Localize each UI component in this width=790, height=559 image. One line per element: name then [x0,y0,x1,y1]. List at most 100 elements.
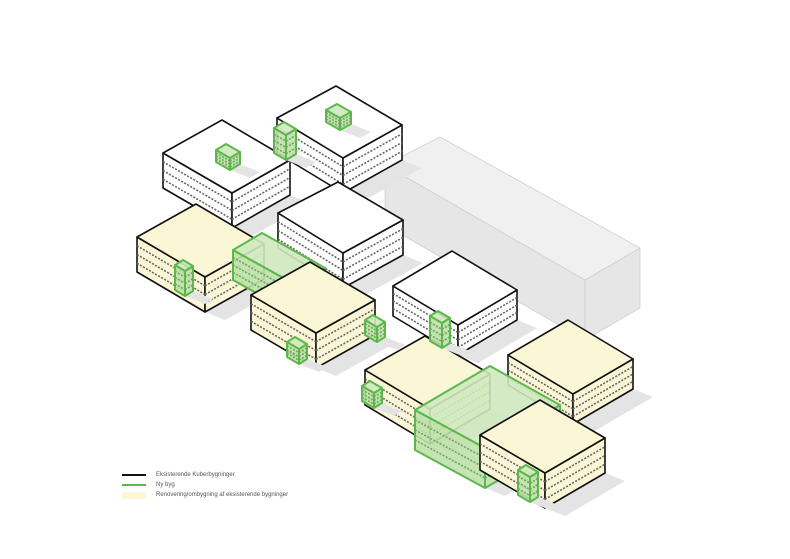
building-west-renovated-windows [136,253,206,296]
new-stair-tower-7-windows [361,396,375,405]
new-stair-tower-5-roof [286,336,308,350]
building-east-shadow [458,320,537,363]
new-stair-tower-4-windows [429,321,443,330]
building-northwest-shadow [232,195,310,236]
new-stair-tower-8-windows [529,483,539,491]
building-southeast-renovated-shadow [573,389,653,432]
building-north-windows [276,126,344,168]
new-stair-tower-7-windows [373,391,383,398]
new-stair-tower-5-windows [298,354,308,361]
new-stair-tower-4-windows [429,327,443,337]
building-middle-windows [342,245,404,280]
legend-item-existing: Eksisterende Kuberbygninger [122,470,288,480]
new-stair-tower-3-windows [184,284,194,291]
new-stair-tower-7-shadow [374,403,402,416]
new-stair-tower-8-windows [517,488,531,497]
new-stair-tower-1-roof [325,103,352,119]
building-middle-windows [277,238,344,280]
legend-item-renovation: Renovering/ombygning af eksisterende byg… [122,490,288,500]
new-stair-tower-4-windows [441,329,451,337]
new-stair-tower-0-roof [215,143,241,159]
building-east-windows [457,296,518,334]
new-stair-tower-0-windows [229,157,241,165]
new-stair-tower-0-windows [215,158,231,168]
new-stair-tower-2-windows [285,140,297,149]
new-stair-tower-6-windows [364,330,378,339]
new-stair-tower-2-windows [285,134,297,142]
new-stair-tower-6-shadow [377,337,405,350]
context-building-roof [384,136,641,281]
new-stair-tower-5-windows [286,345,300,354]
new-stair-tower-2-shadow [286,154,316,168]
building-southeast-renovated-windows [572,380,634,418]
new-stair-tower-2-windows [273,139,287,149]
new-stair-tower-4-windows [441,323,451,330]
building-center-renovated-roof [250,261,376,334]
building-west-renovated-windows [136,245,206,287]
new-building-south-roof [414,365,561,449]
new-stair-tower-4-windows [429,334,443,343]
building-middle-windows [342,236,404,272]
building-southsouth-renovated-windows [544,446,606,483]
new-stair-tower-3-windows [174,276,186,285]
building-southeast-renovated-roof [507,319,634,395]
legend-item-new: Ny byg [122,480,288,490]
new-stair-tower-1-windows [325,112,341,122]
new-stair-tower-8-windows [517,481,531,491]
new-stair-tower-7-windows [361,392,375,402]
building-center-renovated-shadow [316,335,395,376]
new-stair-tower-0-windows [215,155,231,165]
building-southeast-renovated-windows [572,373,634,410]
building-northwest-windows [231,176,291,212]
new-stair-tower-6-windows [376,332,386,339]
new-building-south-windows [414,429,486,469]
new-stair-tower-2-windows [285,147,297,155]
building-middle-windows [277,221,344,263]
new-stair-tower-3-windows [184,277,194,285]
new-stair-tower-3-roof [174,259,194,272]
new-stair-tower-3-windows [174,270,186,278]
legend-swatch-green [122,484,146,486]
building-north-windows [342,141,403,177]
new-stair-tower-6-windows [376,325,386,332]
new-stair-tower-3-shadow [185,291,213,304]
new-building-south-windows [414,439,486,479]
building-southsouth-renovated-windows [544,463,606,500]
new-stair-tower-2-roof [273,121,297,136]
new-stair-tower-6-roof [364,314,386,328]
new-stair-tower-3-windows [174,283,186,291]
legend-swatch-black [122,474,146,476]
new-stair-tower-4-roof [429,310,451,324]
new-stair-tower-4-shadow [442,343,470,356]
new-stair-tower-0-shadow [230,164,260,178]
new-stair-tower-8-roof [517,464,539,478]
legend-label: Eksisterende Kuberbygninger [156,472,235,478]
legend-label: Ny byg [156,482,175,488]
new-stair-tower-7-roof [361,380,383,394]
building-northwest-windows [162,161,233,203]
new-stair-tower-8-windows [517,475,531,484]
building-middle-roof [277,181,404,254]
building-north-windows [342,150,403,185]
building-north-windows [276,134,344,177]
building-north-shadow [343,160,422,201]
building-southsouth-renovated-windows [544,454,606,492]
building-northwest-windows [162,178,233,220]
building-southeast-renovated-windows [507,369,574,410]
building-middle-windows [277,229,344,272]
building-west-renovated-windows [136,262,206,304]
new-stair-tower-6-windows [376,328,386,336]
building-north-windows [342,133,403,168]
building-center-renovated-windows [315,308,376,343]
new-stair-tower-3-windows [184,271,194,278]
building-northwest-windows [231,168,291,203]
new-stair-tower-2-windows [273,146,287,155]
new-stair-tower-7-windows [373,394,383,402]
building-east-windows [457,311,518,349]
new-stair-tower-8-shadow [530,497,558,510]
new-stair-tower-5-windows [298,347,308,354]
building-middle-windows [342,228,404,263]
new-stair-tower-1-windows [325,118,341,128]
building-southeast-renovated-windows [507,361,574,403]
new-stair-tower-6-windows [364,323,378,332]
